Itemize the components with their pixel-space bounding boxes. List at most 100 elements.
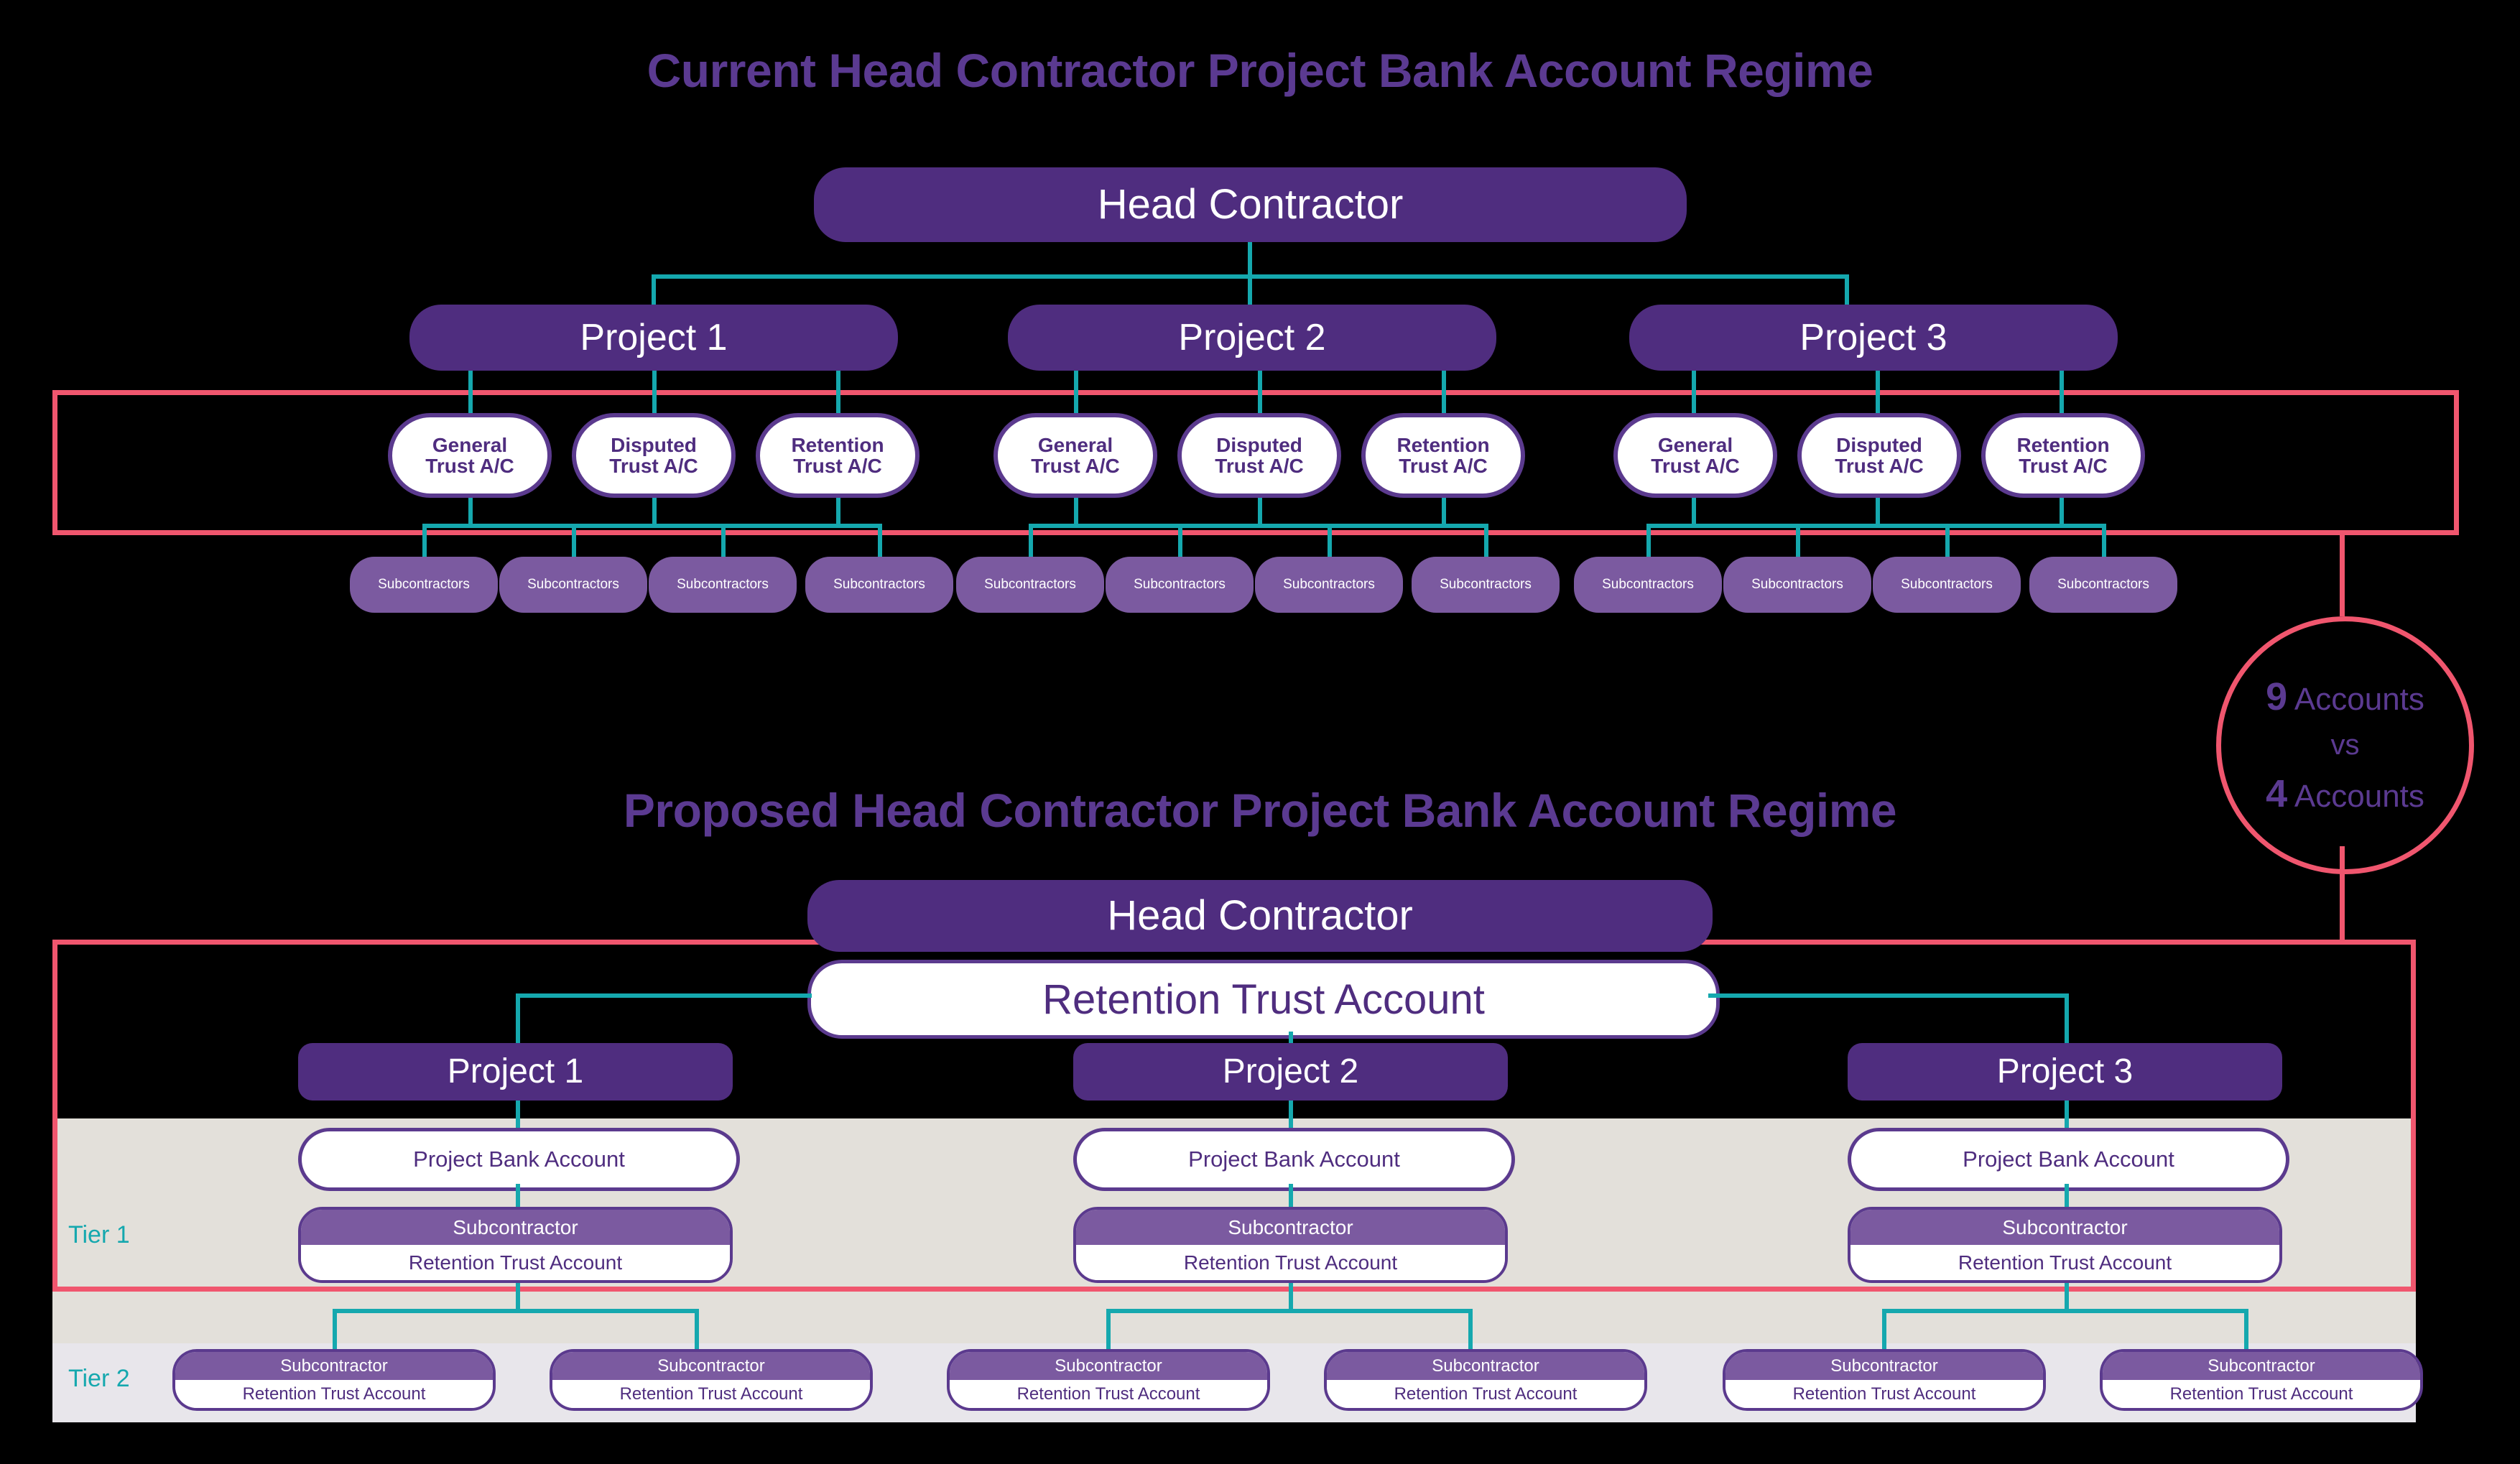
trust-account-line1: Disputed (611, 433, 697, 456)
connector-p1-tac-3 (836, 371, 840, 418)
connector-p3-tac-3 (2060, 371, 2064, 418)
trust-account-p3-general: General Trust A/C (1613, 413, 1777, 498)
connector-rta-right-drop (2065, 993, 2069, 1044)
connector-hc-drop-3 (1845, 274, 1849, 310)
trust-account-p1-retention: Retention Trust A/C (756, 413, 919, 498)
connector-sub-p3-1 (1646, 524, 1651, 570)
card-top-label: Subcontractor (175, 1352, 493, 1380)
trust-account-line1: Retention (2016, 433, 2110, 456)
subcontractors-pill: Subcontractors (1723, 557, 1871, 613)
connector-tac-p2-d-down (1258, 498, 1262, 527)
connector-p2-tac-3 (1442, 371, 1446, 418)
connector-sub-p1-4 (878, 524, 882, 570)
subcontractors-pill: Subcontractors (956, 557, 1104, 613)
subcontractors-pill: Subcontractors (1255, 557, 1403, 613)
trust-account-p3-retention: Retention Trust A/C (1981, 413, 2145, 498)
connector-p1-tac-2 (652, 371, 657, 418)
connector-p3-pba (2065, 1101, 2069, 1133)
proposed-project-1: Project 1 (298, 1043, 733, 1101)
card-bottom-label: Retention Trust Account (1850, 1245, 2279, 1280)
connector-tac-p3-d-down (1876, 498, 1880, 527)
connector-p3-tac-2 (1876, 371, 1880, 418)
trust-account-line2: Trust A/C (1031, 455, 1120, 477)
card-top-label: Subcontractor (2103, 1352, 2420, 1380)
comparison-bottom-unit: Accounts (2294, 779, 2424, 814)
connector-pba2-card (1289, 1184, 1293, 1211)
subcontractors-pill: Subcontractors (1873, 557, 2021, 613)
retention-trust-account-label: Retention Trust Account (1042, 976, 1485, 1023)
subcontractors-pill: Subcontractors (649, 557, 797, 613)
connector-tac-p2-r-down (1442, 498, 1446, 527)
connector-t1-t2-stem-2 (1289, 1283, 1293, 1312)
trust-account-p1-general: General Trust A/C (388, 413, 552, 498)
project-bank-account-2: Project Bank Account (1073, 1128, 1515, 1191)
card-bottom-label: Retention Trust Account (1725, 1380, 2043, 1408)
connector-rta-left (516, 993, 812, 998)
card-top-label: Subcontractor (301, 1210, 730, 1245)
connector-p2-tac-2 (1258, 371, 1262, 418)
connector-p1-pba (516, 1101, 520, 1133)
card-bottom-label: Retention Trust Account (301, 1245, 730, 1280)
accounts-comparison-circle: 9 Accounts vs 4 Accounts (2216, 616, 2474, 874)
project-bank-account-label: Project Bank Account (1188, 1146, 1400, 1172)
connector-p2-tac-1 (1074, 371, 1078, 418)
connector-pba3-card (2065, 1184, 2069, 1211)
subcontractors-pill: Subcontractors (1106, 557, 1254, 613)
tier2-subcontractor-card: Subcontractor Retention Trust Account (550, 1349, 873, 1411)
project-bank-account-1: Project Bank Account (298, 1128, 740, 1191)
trust-account-line2: Trust A/C (609, 455, 698, 477)
connector-hc-trunk (1248, 242, 1252, 277)
subcontractors-pill: Subcontractors (2029, 557, 2177, 613)
connector-bus-p2 (1029, 524, 1488, 528)
trust-account-p1-disputed: Disputed Trust A/C (572, 413, 736, 498)
current-accounts-boundary (52, 390, 2459, 535)
proposed-project-2: Project 2 (1073, 1043, 1508, 1101)
connector-t1-t2-drop-2a (1106, 1309, 1111, 1353)
card-bottom-label: Retention Trust Account (552, 1380, 870, 1408)
trust-account-p2-disputed: Disputed Trust A/C (1177, 413, 1341, 498)
connector-p3-tac-1 (1692, 371, 1696, 418)
comparison-top-number: 9 (2266, 675, 2288, 718)
connector-t1-t2-drop-1b (695, 1309, 699, 1353)
trust-account-p3-disputed: Disputed Trust A/C (1797, 413, 1961, 498)
trust-account-line2: Trust A/C (1399, 455, 1488, 477)
trust-account-line1: Disputed (1836, 433, 1922, 456)
comparison-top-row: 9 Accounts (2266, 675, 2424, 719)
current-project-1: Project 1 (409, 305, 898, 371)
trust-account-p2-retention: Retention Trust A/C (1361, 413, 1525, 498)
comparison-connector-top (2340, 530, 2345, 616)
connector-t1-t2-drop-3b (2244, 1309, 2248, 1353)
trust-account-line2: Trust A/C (425, 455, 514, 477)
connector-tac-p3-r-down (2060, 498, 2064, 527)
current-project-2: Project 2 (1008, 305, 1496, 371)
tier2-subcontractor-card: Subcontractor Retention Trust Account (2100, 1349, 2423, 1411)
connector-rta-left-drop (516, 993, 520, 1044)
card-bottom-label: Retention Trust Account (175, 1380, 493, 1408)
connector-t1-t2-drop-3a (1882, 1309, 1886, 1353)
connector-pba1-card (516, 1184, 520, 1211)
connector-sub-p1-3 (721, 524, 726, 570)
connector-rta-right (1708, 993, 2069, 998)
card-top-label: Subcontractor (552, 1352, 870, 1380)
comparison-top-unit: Accounts (2294, 682, 2424, 717)
tier2-subcontractor-card: Subcontractor Retention Trust Account (1324, 1349, 1647, 1411)
connector-sub-p2-2 (1178, 524, 1182, 570)
subcontractors-pill: Subcontractors (1574, 557, 1722, 613)
connector-tac-p2-g-down (1074, 498, 1078, 527)
tier2-label: Tier 2 (68, 1365, 130, 1392)
comparison-bottom-number: 4 (2266, 772, 2288, 815)
connector-t1-t2-drop-1a (333, 1309, 337, 1353)
connector-p1-tac-1 (468, 371, 473, 418)
connector-tac-p3-g-down (1692, 498, 1696, 527)
connector-hc-drop-1 (652, 274, 656, 310)
tier1-subcontractor-card-1: Subcontractor Retention Trust Account (298, 1207, 733, 1283)
project-bank-account-label: Project Bank Account (1963, 1146, 2174, 1172)
card-bottom-label: Retention Trust Account (950, 1380, 1267, 1408)
current-head-contractor: Head Contractor (814, 167, 1687, 242)
comparison-bottom-row: 4 Accounts (2266, 772, 2424, 816)
trust-account-line1: Retention (791, 433, 884, 456)
tier1-label: Tier 1 (68, 1221, 130, 1248)
connector-sub-p2-3 (1328, 524, 1332, 570)
trust-account-line1: General (432, 433, 508, 456)
connector-sub-p1-1 (422, 524, 427, 570)
